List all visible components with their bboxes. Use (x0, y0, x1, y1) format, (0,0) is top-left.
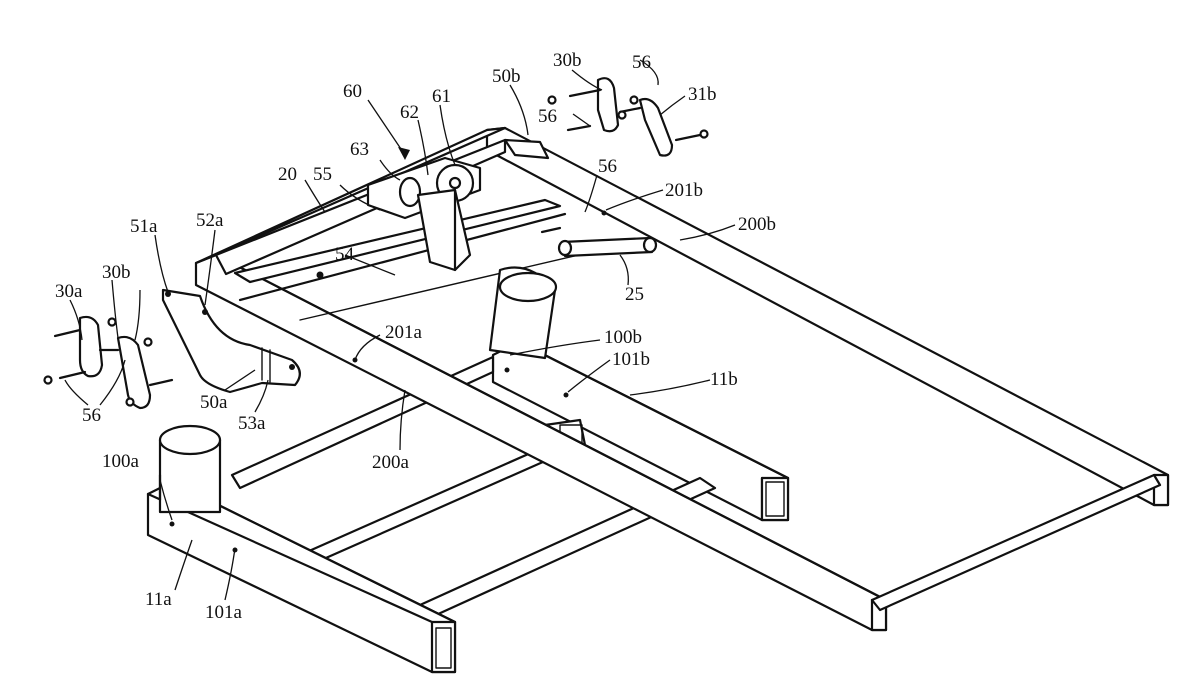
leaders (64, 59, 736, 601)
label-60: 60 (343, 81, 362, 102)
bracket-50a (161, 288, 301, 394)
label-56-right: 56 (598, 156, 617, 177)
label-55: 55 (313, 164, 332, 185)
label-100a: 100a (102, 451, 140, 472)
hitch-left (43, 315, 174, 410)
label-50a: 50a (200, 392, 228, 413)
pin-25 (540, 226, 658, 258)
label-101b: 101b (612, 349, 650, 370)
label-100b: 100b (604, 327, 642, 348)
label-30a: 30a (55, 281, 83, 302)
pad-100a (158, 424, 222, 514)
label-20: 20 (278, 164, 297, 185)
hitch-right (547, 77, 709, 157)
label-54: 54 (335, 244, 355, 265)
label-50b-top: 50b (492, 66, 521, 87)
reference-labels: 60 62 61 63 50b 30b 56 31b 56 20 55 56 2… (55, 50, 776, 623)
label-201a: 201a (385, 322, 423, 343)
label-25: 25 (625, 284, 644, 305)
label-30b-top: 30b (553, 50, 582, 71)
label-56-top: 56 (632, 52, 651, 73)
label-61: 61 (432, 86, 451, 107)
label-56-mid: 56 (538, 106, 557, 127)
label-51a: 51a (130, 216, 158, 237)
label-63: 63 (350, 139, 369, 160)
label-30b-left: 30b (102, 262, 131, 283)
label-201b: 201b (665, 180, 703, 201)
label-62: 62 (400, 102, 419, 123)
label-56-left: 56 (82, 405, 101, 426)
label-53a: 53a (238, 413, 266, 434)
label-31b: 31b (688, 84, 717, 105)
pad-100b (488, 266, 569, 398)
label-101a: 101a (205, 602, 243, 623)
label-11b: 11b (710, 369, 738, 390)
upper-frame (194, 126, 1170, 632)
label-52a: 52a (196, 210, 224, 231)
label-200b: 200b (738, 214, 776, 235)
label-200a: 200a (372, 452, 410, 473)
label-11a: 11a (145, 589, 172, 610)
